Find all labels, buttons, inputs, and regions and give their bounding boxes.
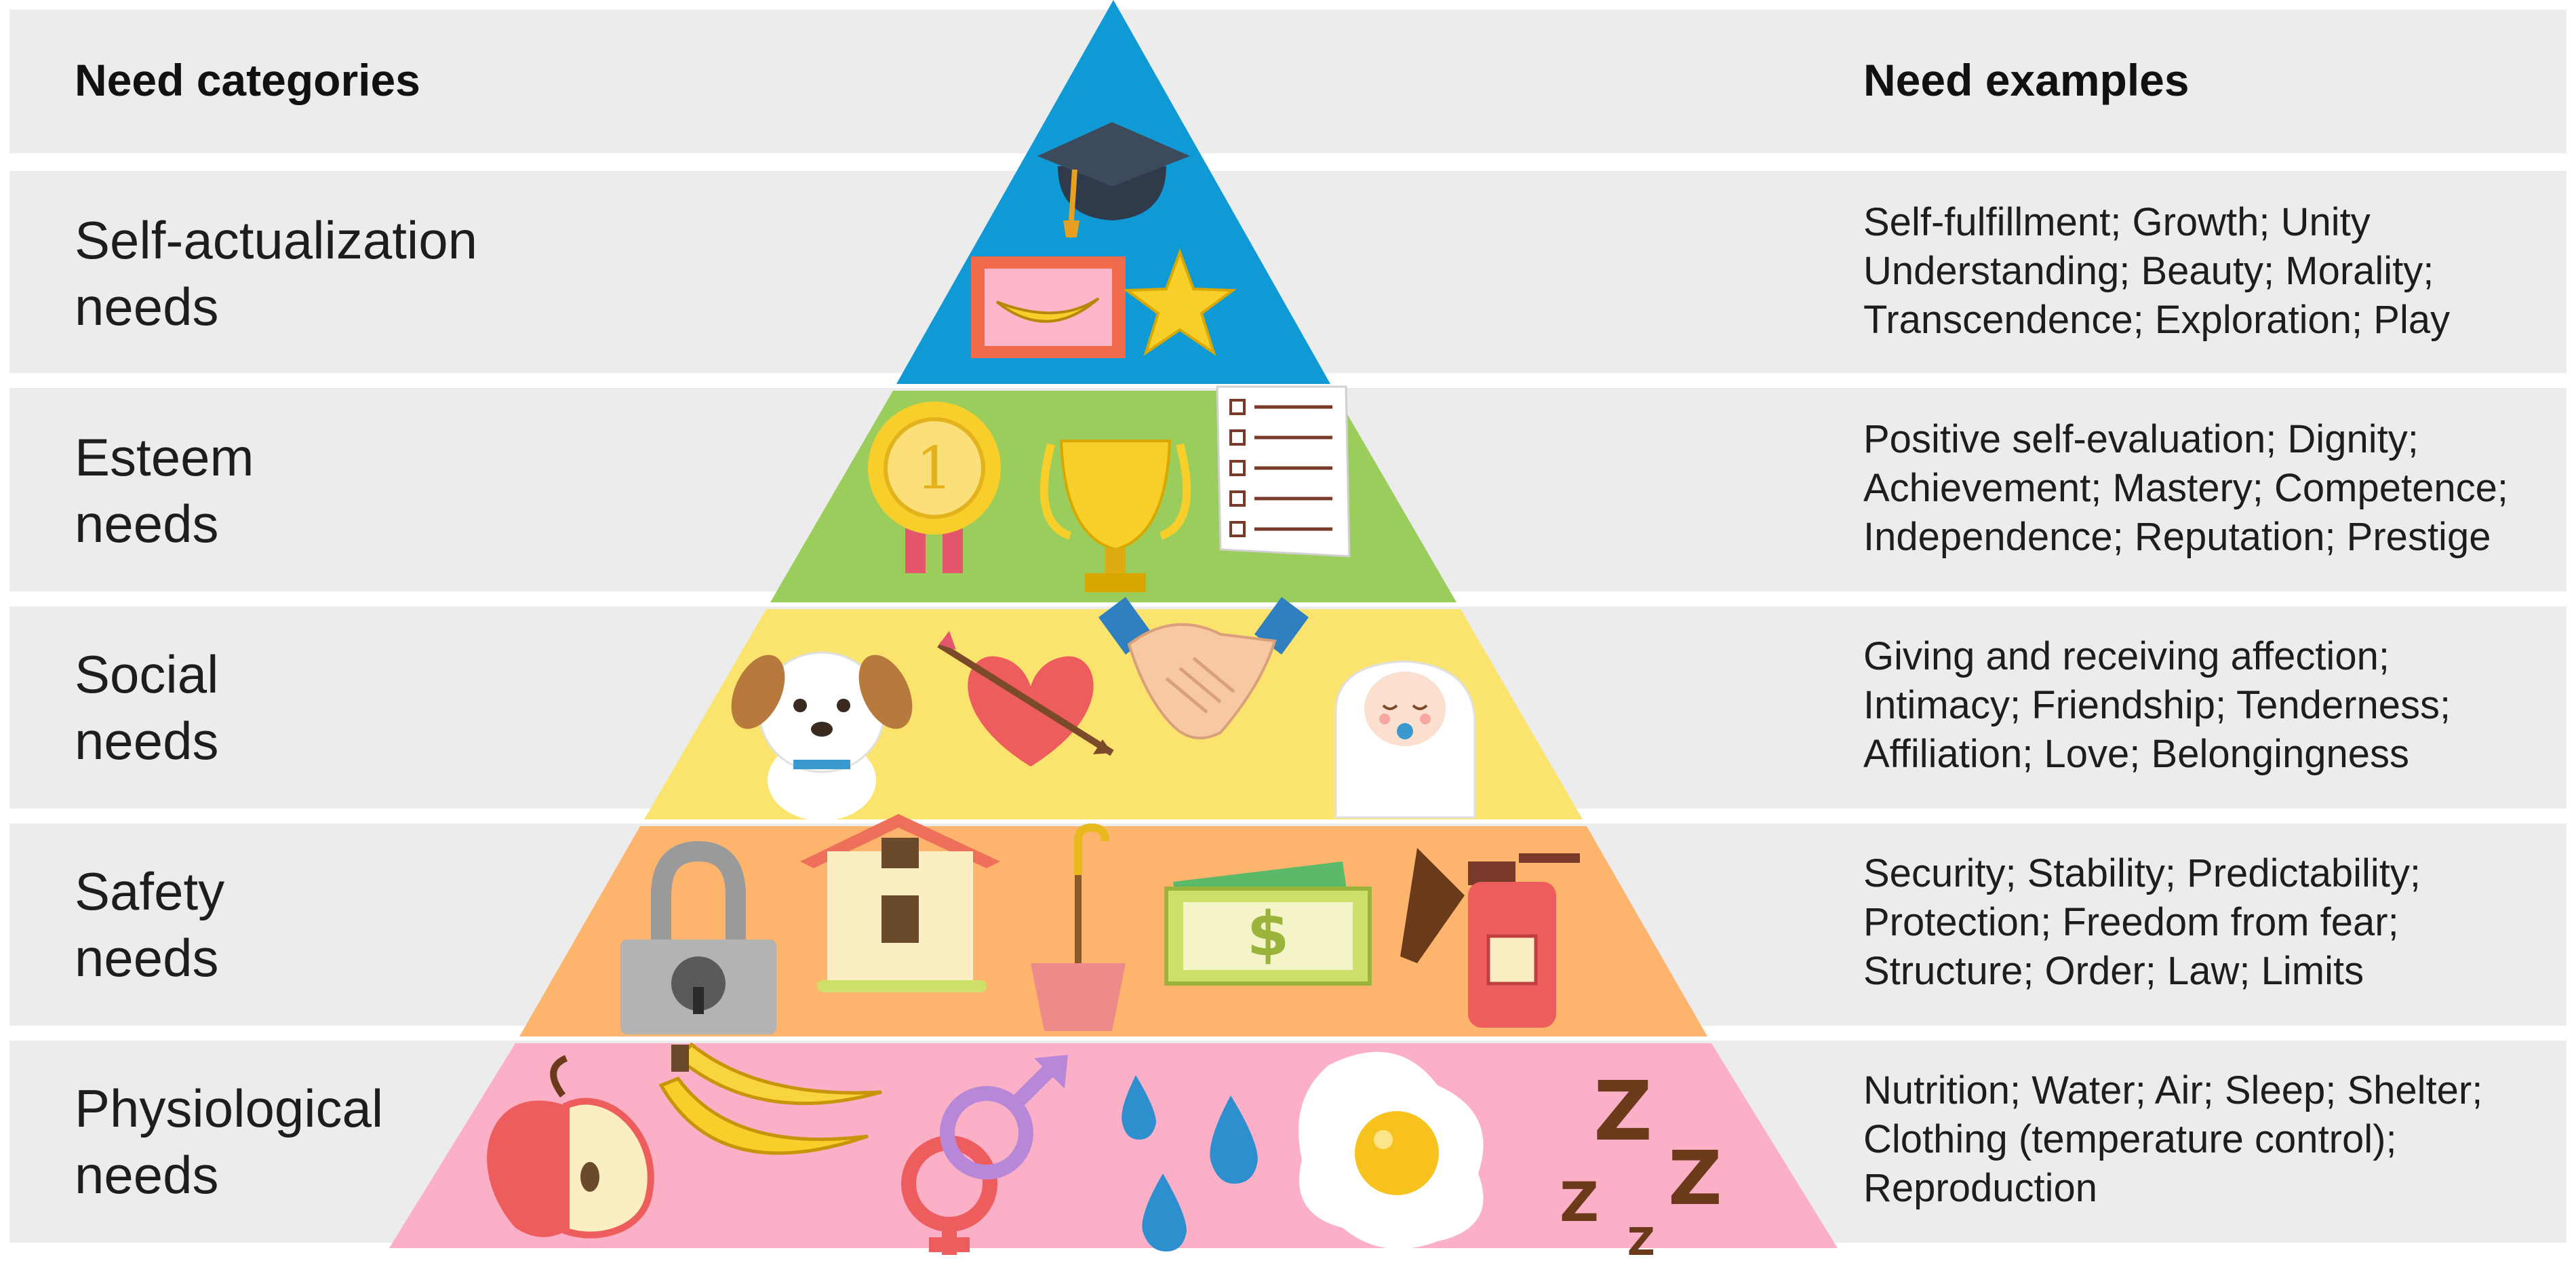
tier-safety xyxy=(519,826,1707,1036)
sleep-letter: Z xyxy=(1593,1065,1652,1159)
graduation-cap-icon xyxy=(1037,122,1190,237)
medal-icon: 1 xyxy=(868,402,1001,573)
fried-egg-icon xyxy=(1299,1051,1484,1249)
category-name: Physiological xyxy=(75,1079,384,1138)
example-line: Understanding; Beauty; Morality; xyxy=(1863,249,2434,293)
category-name: Esteem xyxy=(75,427,254,487)
heart-arrow-icon xyxy=(937,631,1114,767)
examples-esteem: Positive self-evaluation; Dignity; Achie… xyxy=(1863,415,2562,562)
fire-extinguisher-icon xyxy=(1400,848,1580,1028)
sleep-letter: Z xyxy=(1627,1220,1655,1261)
header-need-categories: Need categories xyxy=(75,55,420,105)
example-line: Structure; Order; Law; Limits xyxy=(1863,949,2364,993)
example-line: Security; Stability; Predictability; xyxy=(1863,851,2421,895)
example-line: Reproduction xyxy=(1863,1166,2097,1210)
money-symbol: $ xyxy=(1247,899,1290,970)
example-line: Achievement; Mastery; Competence; xyxy=(1863,466,2508,510)
category-suffix: needs xyxy=(75,494,219,554)
category-name: Safety xyxy=(75,861,225,921)
category-physiological: Physiological needs xyxy=(75,1075,383,1208)
examples-social: Giving and receiving affection; Intimacy… xyxy=(1863,632,2562,779)
examples-physiological: Nutrition; Water; Air; Sleep; Shelter; C… xyxy=(1863,1066,2562,1213)
examples-safety: Security; Stability; Predictability; Pro… xyxy=(1863,849,2562,996)
gender-symbols-icon xyxy=(901,1055,1068,1255)
category-suffix: needs xyxy=(75,928,219,988)
example-line: Protection; Freedom from fear; xyxy=(1863,900,2399,944)
sleep-z-icon: Z Z Z Z xyxy=(1560,1065,1722,1261)
water-drops-icon xyxy=(1122,1075,1258,1252)
category-social: Social needs xyxy=(75,641,219,774)
category-esteem: Esteem needs xyxy=(75,424,254,557)
sleep-letter: Z xyxy=(1668,1135,1722,1222)
umbrella-icon xyxy=(1031,823,1126,1031)
header-need-examples: Need examples xyxy=(1863,55,2189,105)
category-suffix: needs xyxy=(75,277,219,336)
category-safety: Safety needs xyxy=(75,858,224,991)
example-line: Clothing (temperature control); xyxy=(1863,1117,2397,1161)
house-icon xyxy=(800,814,1000,992)
category-suffix: needs xyxy=(75,711,219,771)
example-line: Self-fulfillment; Growth; Unity xyxy=(1863,200,2371,244)
handshake-icon xyxy=(1098,597,1309,739)
example-line: Intimacy; Friendship; Tenderness; xyxy=(1863,683,2451,727)
money-icon: $ xyxy=(1164,861,1372,986)
star-icon xyxy=(1123,248,1237,356)
example-line: Nutrition; Water; Air; Sleep; Shelter; xyxy=(1863,1068,2483,1112)
puppy-icon xyxy=(731,651,913,821)
banana-picture-icon xyxy=(971,256,1126,358)
example-line: Independence; Reputation; Prestige xyxy=(1863,515,2491,559)
apple-icon xyxy=(487,1055,654,1239)
trophy-icon xyxy=(1039,440,1191,592)
sleep-letter: Z xyxy=(1560,1171,1599,1234)
padlock-icon xyxy=(620,840,776,1034)
category-suffix: needs xyxy=(75,1145,219,1205)
examples-self-actualization: Self-fulfillment; Growth; Unity Understa… xyxy=(1863,198,2562,345)
checklist-icon xyxy=(1216,385,1351,558)
category-self-actualization: Self-actualization needs xyxy=(75,207,477,340)
header-band xyxy=(9,9,2567,153)
example-line: Transcendence; Exploration; Play xyxy=(1863,298,2451,342)
category-name: Self-actualization xyxy=(75,210,477,270)
example-line: Positive self-evaluation; Dignity; xyxy=(1863,417,2419,461)
example-line: Affiliation; Love; Belongingness xyxy=(1863,732,2410,776)
medal-number: 1 xyxy=(916,435,953,503)
bananas-icon xyxy=(658,1042,882,1155)
category-name: Social xyxy=(75,644,219,704)
baby-icon xyxy=(1334,660,1476,819)
example-line: Giving and receiving affection; xyxy=(1863,634,2390,678)
